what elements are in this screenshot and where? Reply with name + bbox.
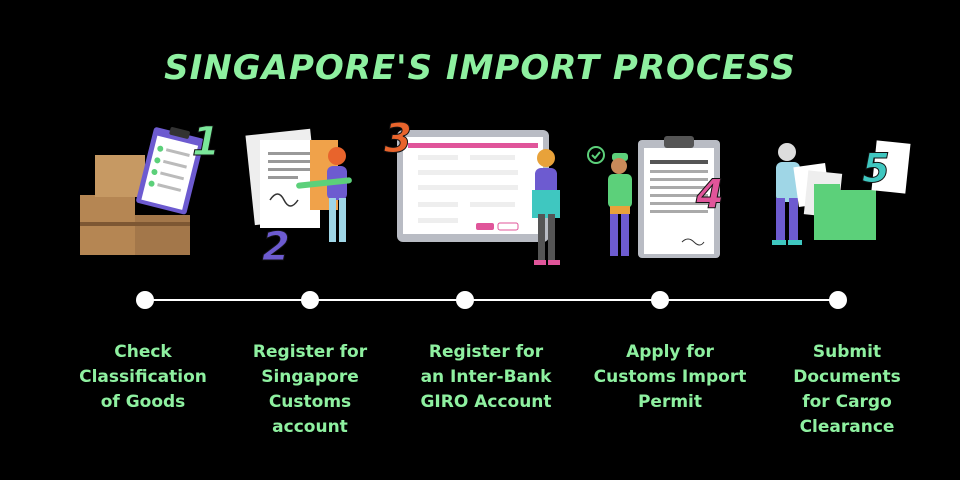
step-2-number: 2 [262,224,290,270]
step-5-label-line: Clearance [799,417,895,437]
page-title: SINGAPORE'S IMPORT PROCESS [164,48,796,88]
step-2-label-line: account [272,417,348,437]
step-2-label-line: Register for [252,342,368,362]
timeline-dot-4 [651,291,669,309]
step-5-illustration [772,140,911,245]
step-2-label: Register for Singapore Customs account [215,340,405,440]
step-2-label-line: Customs [268,392,352,412]
timeline-dot-5 [829,291,847,309]
step-1-label-line: Classification [79,367,207,387]
step-4-label: Apply for Customs Import Permit [575,340,765,415]
step-1-label-line: Check [114,342,172,362]
step-5-label-line: Submit [812,342,882,362]
step-5-label-line: for Cargo [802,392,892,412]
step-5-label-line: Documents [793,367,901,387]
timeline-dot-2 [301,291,319,309]
step-4-label-line: Permit [637,392,703,412]
timeline-dot-3 [456,291,474,309]
step-3-number: 3 [384,116,412,162]
step-4-illustration [587,136,720,258]
illustrations: 1 2 3 [80,116,911,271]
step-2-label-line: Singapore [261,367,359,387]
timeline-line [145,299,838,301]
step-3-label-line: GIRO Account [420,392,552,412]
step-3-label-line: an Inter-Bank [420,367,552,387]
step-1-number: 1 [192,119,220,165]
step-1-illustration [80,127,205,255]
step-4-label-line: Customs Import [593,367,747,387]
timeline-dot-1 [136,291,154,309]
step-1-label: Check Classification of Goods [48,340,238,415]
step-1-label-line: of Goods [100,392,186,412]
step-5-number: 5 [862,146,890,192]
step-3-illustration [397,130,560,265]
step-2-illustration [245,128,352,242]
step-3-label: Register for an Inter-Bank GIRO Account [391,340,581,415]
step-4-label-line: Apply for [626,342,714,362]
step-5-label: Submit Documents for Cargo Clearance [752,340,942,440]
step-4-number: 4 [695,172,724,218]
step-3-label-line: Register for [428,342,544,362]
timeline [0,288,960,312]
